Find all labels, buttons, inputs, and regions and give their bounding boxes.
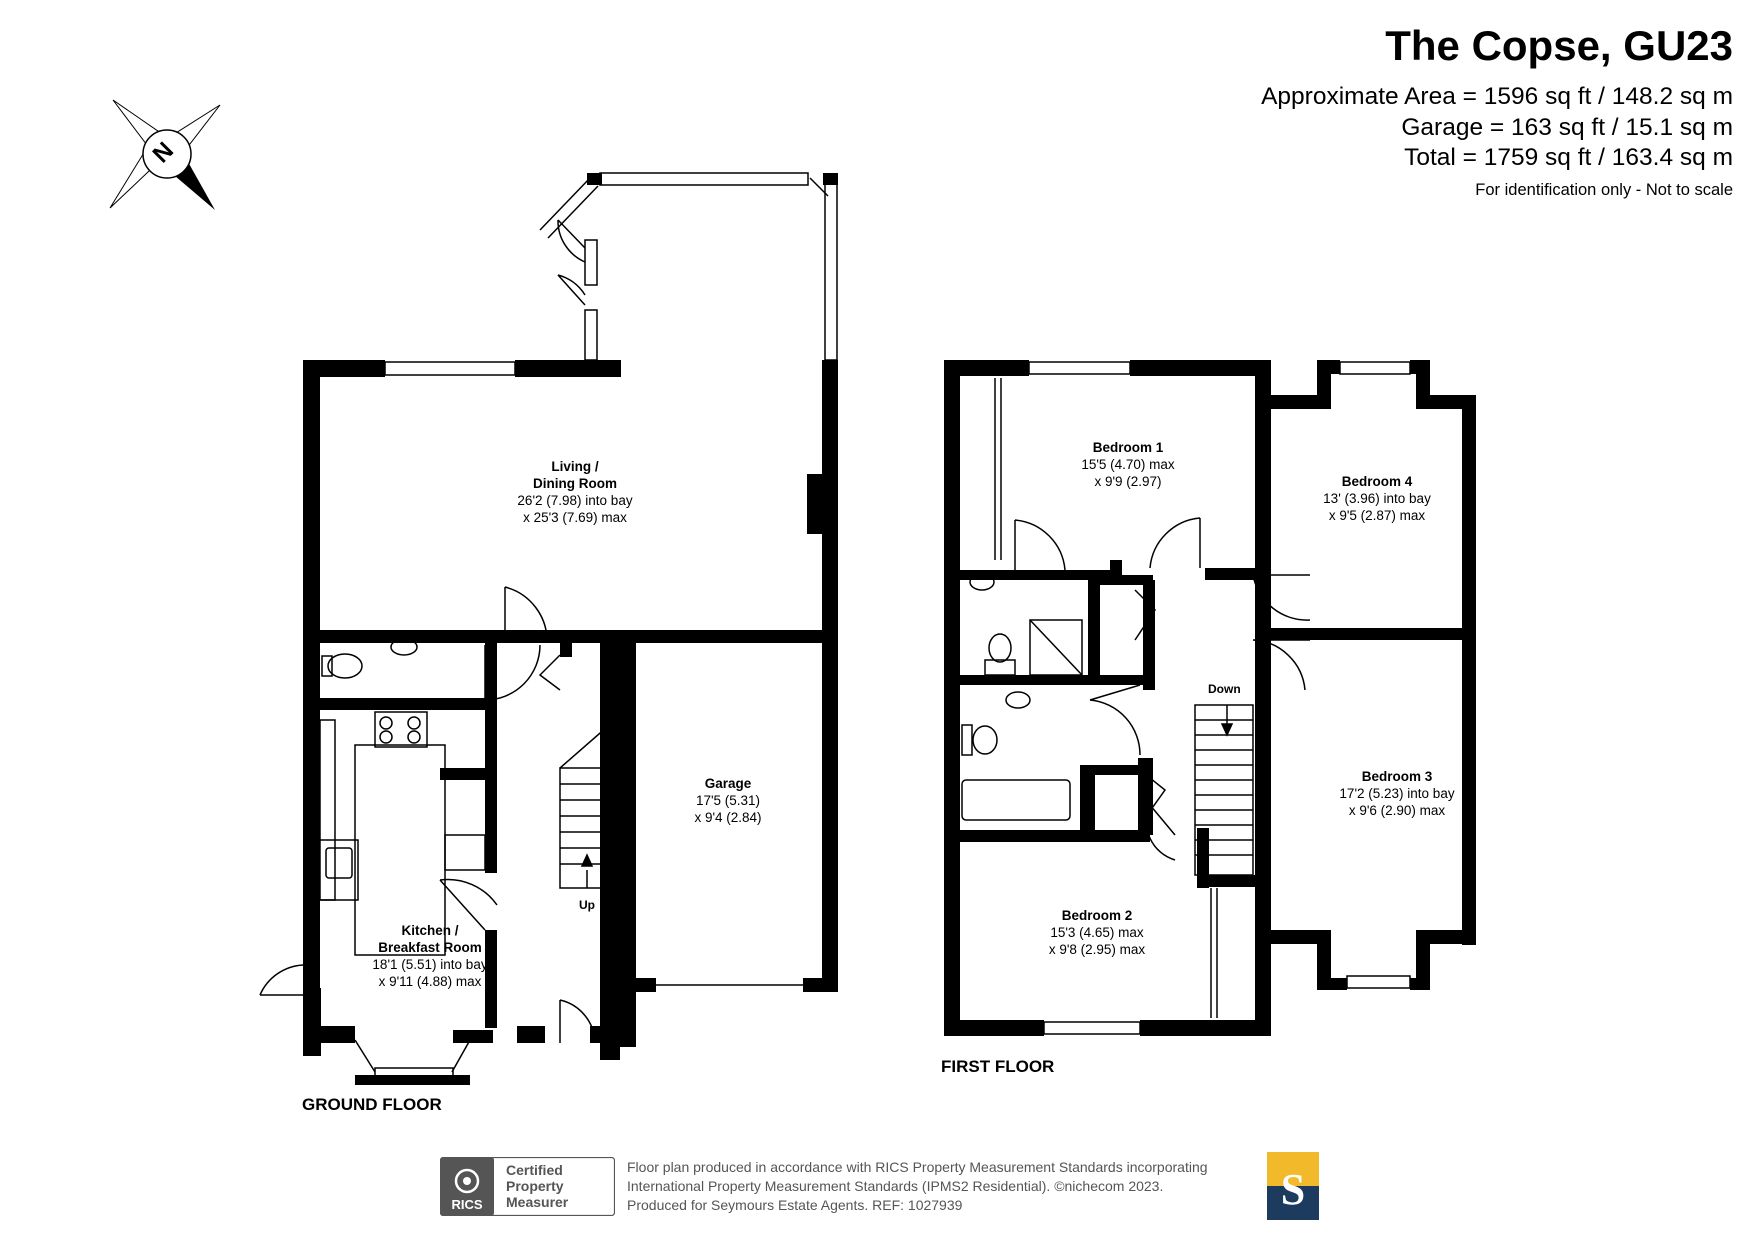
room-name: Kitchen / bbox=[401, 923, 459, 938]
room-dimension: x 9'4 (2.84) bbox=[694, 810, 762, 825]
room-kitchen: Kitchen / Breakfast Room 18'1 (5.51) int… bbox=[372, 922, 487, 990]
ground-floor-lines bbox=[259, 172, 838, 1081]
compass-icon bbox=[109, 99, 221, 210]
ground-floor-label: GROUND FLOOR bbox=[302, 1095, 442, 1114]
footer-notes: Floor plan produced in accordance with R… bbox=[627, 1158, 1208, 1215]
room-name: Garage bbox=[704, 776, 752, 791]
page-title: The Copse, GU23 bbox=[1385, 22, 1733, 69]
room-bedroom-1: Bedroom 1 15'5 (4.70) max x 9'9 (2.97) bbox=[1081, 439, 1174, 490]
room-dimension: 18'1 (5.51) into bay bbox=[372, 957, 488, 972]
rics-brand-text: RICS bbox=[451, 1197, 482, 1212]
room-dimension: x 9'5 (2.87) max bbox=[1328, 508, 1426, 523]
garage-area-text: Garage = 163 sq ft / 15.1 sq m bbox=[1401, 114, 1733, 141]
room-name: Bedroom 2 bbox=[1061, 908, 1133, 923]
room-dimension: 15'5 (4.70) max bbox=[1081, 457, 1175, 472]
total-area-text: Total = 1759 sq ft / 163.4 sq m bbox=[1404, 144, 1733, 171]
room-dimension: x 9'6 (2.90) max bbox=[1348, 803, 1446, 818]
room-dimension: 17'2 (5.23) into bay bbox=[1339, 786, 1455, 801]
seymours-logo: S bbox=[1267, 1152, 1319, 1220]
room-living-dining: Living / Dining Room 26'2 (7.98) into ba… bbox=[517, 458, 632, 526]
room-bedroom-3: Bedroom 3 17'2 (5.23) into bay x 9'6 (2.… bbox=[1339, 768, 1454, 819]
seymours-logo-letter: S bbox=[1281, 1165, 1305, 1214]
seymours-logo-bottom bbox=[1267, 1186, 1319, 1220]
first-floor-walls bbox=[944, 360, 1476, 1036]
room-name: Breakfast Room bbox=[378, 940, 482, 955]
room-name: Dining Room bbox=[533, 476, 617, 491]
first-floor-label: FIRST FLOOR bbox=[941, 1057, 1055, 1076]
rics-badge-line: Property bbox=[506, 1178, 564, 1194]
room-name: Bedroom 1 bbox=[1092, 440, 1164, 455]
seymours-logo-top bbox=[1267, 1152, 1319, 1186]
rics-certified-badge: RICS Certified Property Measurer bbox=[440, 1157, 615, 1216]
footer-line: Produced for Seymours Estate Agents. REF… bbox=[627, 1197, 963, 1213]
room-bedroom-2: Bedroom 2 15'3 (4.65) max x 9'8 (2.95) m… bbox=[1049, 907, 1145, 958]
room-bedroom-4: Bedroom 4 13' (3.96) into bay x 9'5 (2.8… bbox=[1323, 473, 1431, 524]
room-dimension: x 9'9 (2.97) bbox=[1094, 474, 1162, 489]
room-dimension: 13' (3.96) into bay bbox=[1323, 491, 1431, 506]
room-dimension: x 25'3 (7.69) max bbox=[523, 510, 627, 525]
room-dimension: x 9'8 (2.95) max bbox=[1048, 942, 1146, 957]
stairs-up-label: Up bbox=[579, 898, 595, 912]
footer-line: International Property Measurement Stand… bbox=[627, 1178, 1164, 1194]
room-name: Living / bbox=[551, 459, 599, 474]
room-garage: Garage 17'5 (5.31) x 9'4 (2.84) bbox=[694, 775, 761, 826]
rics-badge-line: Certified bbox=[506, 1162, 563, 1178]
room-dimension: 17'5 (5.31) bbox=[695, 793, 761, 808]
first-floor-lines bbox=[946, 361, 1411, 1035]
room-name: Bedroom 4 bbox=[1341, 474, 1413, 489]
room-dimension: x 9'11 (4.88) max bbox=[378, 974, 482, 989]
room-name: Bedroom 3 bbox=[1361, 769, 1433, 784]
approximate-area-text: Approximate Area = 1596 sq ft / 148.2 sq… bbox=[1261, 83, 1733, 110]
stairs-down-label: Down bbox=[1208, 682, 1241, 696]
rics-badge-line: Measurer bbox=[506, 1194, 569, 1210]
room-dimension: 15'3 (4.65) max bbox=[1050, 925, 1144, 940]
disclaimer-text: For identification only - Not to scale bbox=[1475, 181, 1733, 199]
room-dimension: 26'2 (7.98) into bay bbox=[517, 493, 633, 508]
footer-line: Floor plan produced in accordance with R… bbox=[627, 1159, 1208, 1175]
